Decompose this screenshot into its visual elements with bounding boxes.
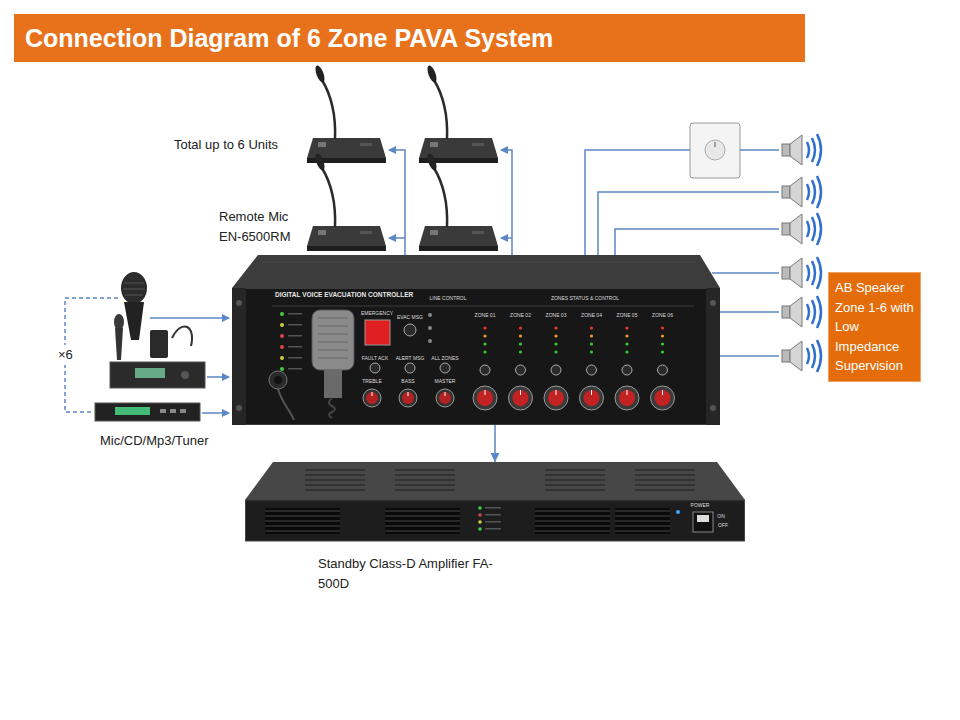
source-devices [95,272,205,421]
title-band: Connection Diagram of 6 Zone PAVA System [14,14,805,62]
remote-mics [307,64,498,251]
panel-label: ALL ZONES [431,356,458,361]
amplifier-chassis [245,462,745,542]
device-caption: Standby Class-D Amplifier FA-500D [318,554,503,594]
panel-label: FAULT ACK [362,356,389,361]
controller-unit: DIGITAL VOICE EVACUATION CONTROLLER [232,288,720,425]
panel-title: DIGITAL VOICE EVACUATION CONTROLLER [275,292,413,299]
volume-control [690,123,740,178]
speakers [782,134,821,372]
panel-label: POWER [691,503,710,508]
zone-label: ZONE 02 [510,313,531,318]
callout-text: AB Speaker Zone 1-6 with Low Impedance S… [835,278,914,376]
diagram-title: Connection Diagram of 6 Zone PAVA System [14,14,805,62]
quantity-label: ×6 [56,345,75,365]
zone-label: ZONE 06 [652,313,673,318]
panel-label: EMERGENCY [361,311,393,316]
zone-label: ZONE 01 [475,313,496,318]
panel-label: ON [717,514,725,519]
callout-box: AB Speaker Zone 1-6 with Low Impedance S… [828,272,921,382]
panel-label: ZONES STATUS & CONTROL [551,296,619,301]
panel-label: OFF [718,523,728,528]
panel-label: BASS [401,379,414,384]
panel-label: LINE CONTROL [430,296,467,301]
zone-label: ZONE 05 [617,313,638,318]
panel-label: TREBLE [362,379,381,384]
zone-label: ZONE 04 [581,313,602,318]
signal-connector [491,425,500,462]
controller-panel [232,288,720,425]
panel-label: EVAC MSG [397,315,423,320]
device-label: Remote Mic EN-6500RM [219,207,304,247]
device-label: Total up to 6 Units [174,135,278,155]
controller-top [232,255,720,288]
panel-label: ALERT MSG [396,356,425,361]
device-label: Mic/CD/Mp3/Tuner [100,431,209,451]
amplifier-unit: Standby Class-D Amplifier FA-500D [245,462,745,602]
panel-label: MASTER [435,379,456,384]
zone-label: ZONE 03 [546,313,567,318]
